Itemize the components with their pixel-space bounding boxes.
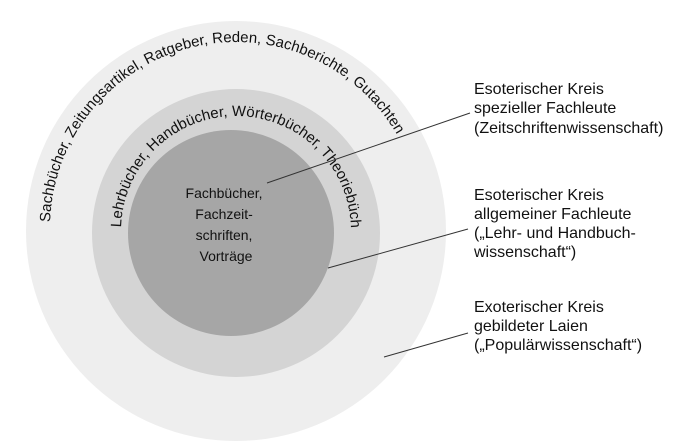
label-line: allgemeiner Fachleute [474,206,632,223]
leader-line-middle [327,228,469,269]
center-line: schriften, [196,227,253,243]
inner-circle [128,130,334,336]
center-line: Fachbücher, [186,185,263,201]
label-line: spezieller Fachleute [474,100,616,117]
center-line: Fachzeit- [195,206,253,222]
leader-line-outer [383,332,469,358]
label-line: wissenschaft“) [473,244,576,261]
center-line: Vorträge [200,248,253,264]
leader-line-inner [266,112,471,184]
label-line: Exoterischer Kreis [474,299,604,316]
label-line: (Zeitschriftenwissenschaft) [474,120,663,137]
label-educated-laypeople: Exoterischer Kreis gebildeter Laien („Po… [474,299,642,354]
label-line: („Lehr- und Handbuch- [474,225,636,242]
label-special-experts: Esoterischer Kreis spezieller Fachleute … [474,81,663,137]
label-line: Esoterischer Kreis [474,81,604,98]
center-label: Fachbücher, Fachzeit- schriften, Vorträg… [186,185,267,264]
label-line: gebildeter Laien [474,318,588,335]
label-line: („Populärwissenschaft“) [474,337,642,354]
label-line: Esoterischer Kreis [474,187,604,204]
label-general-experts: Esoterischer Kreis allgemeiner Fachleute… [473,187,640,261]
